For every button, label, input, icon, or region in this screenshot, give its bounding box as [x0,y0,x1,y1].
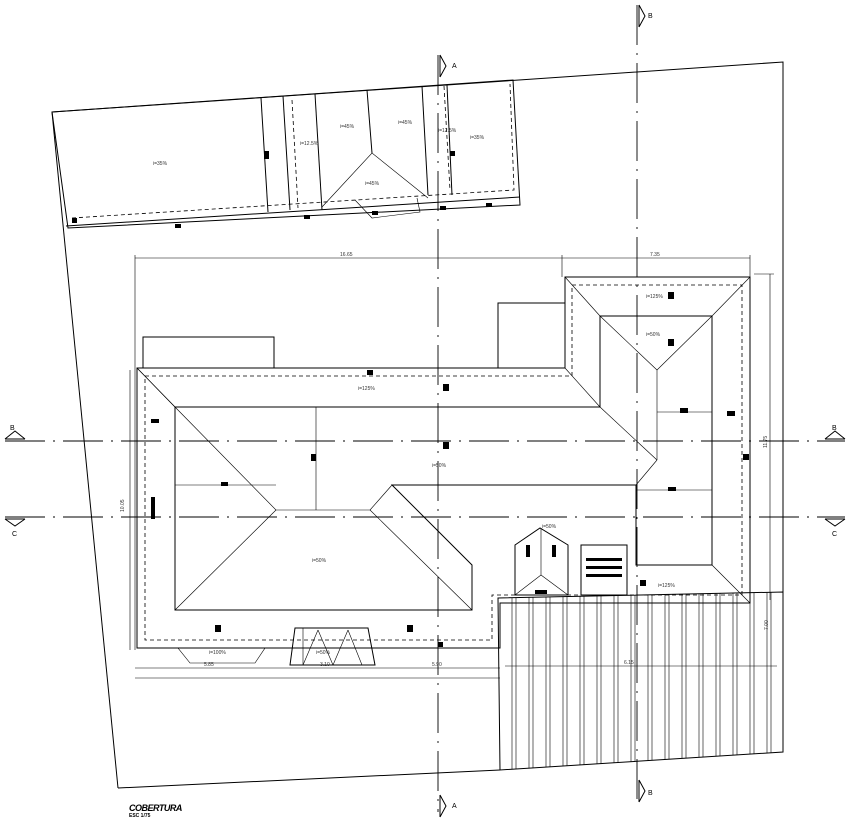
svg-text:10.05: 10.05 [120,499,126,512]
svg-text:5.85: 5.85 [204,662,214,668]
svg-text:i=35%: i=35% [153,161,168,167]
svg-text:i=12.5%: i=12.5% [438,128,457,134]
svg-text:i=125%: i=125% [358,386,375,392]
pergola [497,591,784,771]
svg-text:5.90: 5.90 [432,662,442,668]
svg-text:11.75: 11.75 [763,436,769,448]
svg-text:C: C [832,531,837,538]
svg-text:B: B [648,790,653,797]
svg-text:i=50%: i=50% [646,332,661,338]
svg-text:7.00: 7.00 [764,620,770,630]
svg-text:B: B [10,425,15,432]
dimension-lines: 16.65 7.35 10.05 11.75 7.00 5.85 3.10 5.… [120,252,777,679]
front-gables [177,627,376,666]
main-house-roof: i=125% i=50% i=50% i=125% i=50% i=125% i… [136,276,751,656]
section-markers: A A B B B B C C [4,4,846,818]
svg-text:i=50%: i=50% [312,558,327,564]
svg-text:i=35%: i=35% [470,135,485,141]
svg-text:i=50%: i=50% [432,463,447,469]
svg-text:i=12.5%: i=12.5% [300,141,319,147]
svg-text:A: A [452,803,457,810]
svg-text:i=45%: i=45% [398,120,413,126]
svg-text:i=100%: i=100% [209,650,226,656]
svg-text:i=45%: i=45% [340,124,355,130]
svg-text:7.35: 7.35 [650,252,660,258]
svg-text:i=125%: i=125% [658,583,675,589]
section-axes [5,5,845,812]
upper-building-roof: i=35% i=35% i=45% i=45% i=45% i=12.5% i=… [51,79,521,229]
svg-text:C: C [12,531,17,538]
svg-text:i=50%: i=50% [542,524,557,530]
dormers [514,527,628,596]
lot-boundary [51,61,784,789]
svg-text:6.15: 6.15 [624,660,634,666]
svg-text:A: A [452,63,457,70]
svg-text:i=50%: i=50% [316,650,331,656]
svg-text:B: B [648,13,653,20]
svg-text:3.10: 3.10 [320,662,330,668]
svg-text:16.65: 16.65 [340,252,353,258]
svg-text:i=125%: i=125% [646,294,663,300]
drawing-scale: ESC 1/75 [129,813,151,819]
drawing-title: COBERTURA [129,803,182,813]
svg-text:B: B [832,425,837,432]
svg-text:i=45%: i=45% [365,181,380,187]
